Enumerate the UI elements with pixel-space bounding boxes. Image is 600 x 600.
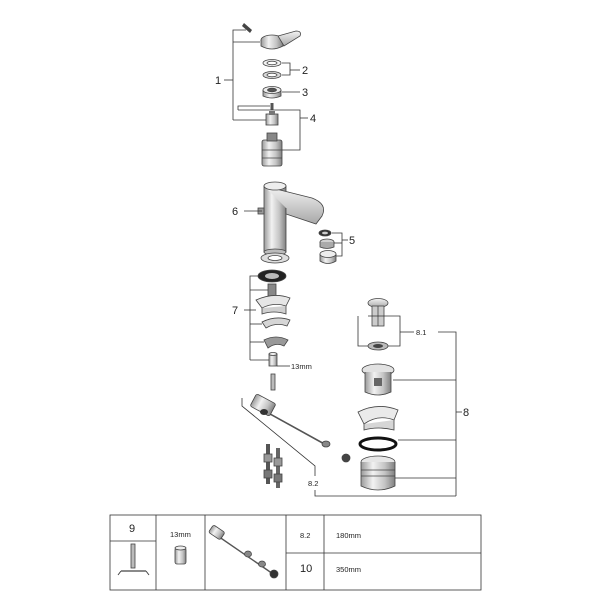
horseshoe-plate [261,317,291,329]
table-label-9: 9 [129,523,135,535]
waste-flange [361,363,395,396]
connection-rod [250,393,351,463]
fixing-bracket [263,336,289,349]
aerator-insert [319,238,335,249]
mounting-washer-black [257,269,287,283]
table-nut-icon [174,545,187,565]
table-row2-code: 10 [300,563,312,575]
supply-hoses [263,444,283,488]
callout-3: 3 [302,87,308,99]
callout-8-1: 8.1 [416,328,426,337]
threaded-stud [267,283,277,297]
horseshoe-washer-light [255,295,291,315]
callout-5: 5 [349,235,355,247]
waste-horseshoe-washer [357,406,399,431]
aerator-ring [318,229,332,237]
callout-7: 7 [232,305,238,317]
retaining-nut [262,86,282,99]
callout-8-2: 8.2 [308,479,318,488]
pop-up-plug [367,298,389,327]
table-row1-code: 8.2 [300,531,310,540]
cartridge-screw [270,103,274,110]
table-13mm-label: 13mm [170,530,191,539]
accessory-table [109,514,482,591]
cartridge-adapter [265,111,279,126]
lever-handle [260,30,301,50]
callout-1: 1 [215,75,221,87]
table-tool-icon [117,543,150,576]
aerator-housing [319,250,337,264]
callout-2: 2 [302,65,308,77]
callout-13mm: 13mm [291,362,312,371]
callout-6: 6 [232,206,238,218]
pop-up-rod-pin [270,373,276,391]
callout-8: 8 [463,407,469,419]
callout-4: 4 [310,113,316,125]
handle-screw [242,23,252,33]
cartridge [261,132,283,167]
ring-lower [262,71,282,79]
waste-gasket-black [358,436,398,452]
ring-upper [262,59,282,67]
table-rod-icon [208,525,279,579]
waste-nut [360,455,396,491]
fixing-nut [268,352,278,367]
mixer-body [257,181,325,256]
table-row2-length: 350mm [336,565,361,574]
table-row1-length: 180mm [336,531,361,540]
base-gasket [260,252,290,264]
leader-lines [224,29,462,497]
plug-seal [367,341,389,351]
